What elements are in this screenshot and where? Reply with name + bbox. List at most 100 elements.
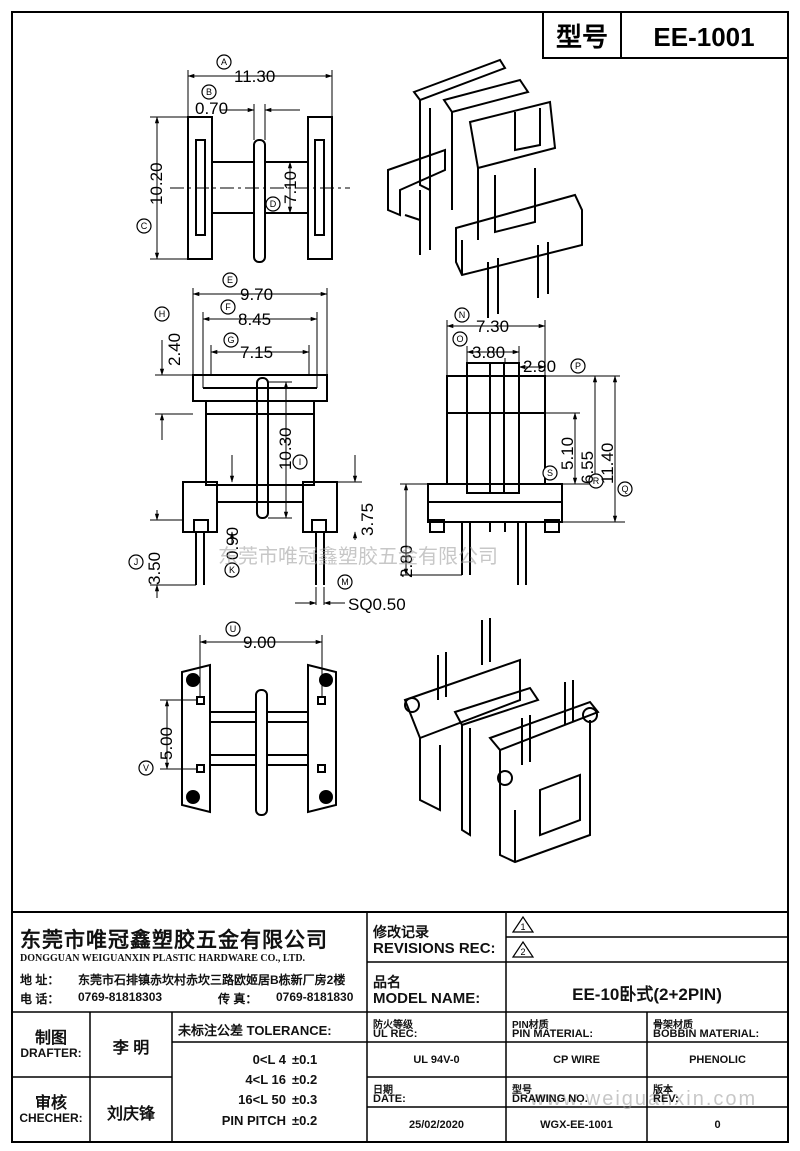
tolerance-value-1: ±0.1 <box>292 1052 318 1067</box>
revision-triangles <box>511 915 535 958</box>
tolerance-title: 未标注公差 TOLERANCE: <box>178 1023 332 1038</box>
side-view <box>427 362 563 585</box>
header-box: 型号 EE-1001 <box>542 11 789 59</box>
svg-text:R: R <box>593 476 600 486</box>
type-label: 型号 <box>556 22 608 52</box>
tolerance-range-3: 16<L 50 <box>238 1092 286 1107</box>
drawing-label-en: DRAWING NO. <box>512 1093 588 1105</box>
dim-G: 7.15 <box>240 343 273 362</box>
svg-text:N: N <box>459 310 466 320</box>
watermark-company: 东莞市唯冠鑫塑胶五金有限公司 <box>218 546 498 568</box>
svg-text:U: U <box>230 624 237 634</box>
dim-U: 9.00 <box>243 633 276 652</box>
bobbin-value: PHENOLIC <box>689 1054 746 1066</box>
iso-view-bottom <box>403 618 600 864</box>
iso-view-top <box>387 58 583 318</box>
dim-F: 8.45 <box>238 310 271 329</box>
tolerance-value-4: ±0.2 <box>292 1113 318 1128</box>
fax: 0769-8181830 <box>276 990 354 1004</box>
date-label-en: DATE: <box>373 1093 406 1105</box>
bottom-view <box>181 663 337 816</box>
svg-text:P: P <box>575 361 581 371</box>
svg-text:Q: Q <box>621 484 628 494</box>
dim-SQ: SQ0.50 <box>348 595 406 614</box>
dim-A: 11.30 <box>234 67 275 86</box>
date-label-cn: 日期 <box>373 1085 393 1096</box>
dim-R: 6.55 <box>578 451 597 484</box>
dim-V: 5.00 <box>157 727 176 760</box>
dim-H: 2.40 <box>165 333 184 366</box>
svg-text:K: K <box>229 565 235 575</box>
rev-label-cn: 版本 <box>653 1085 673 1096</box>
ul-label-en: UL REC: <box>373 1028 418 1040</box>
model-value: EE-10卧式(2+2PIN) <box>572 985 722 1004</box>
tolerance-range-1: 0<L 4 <box>252 1052 286 1067</box>
tolerance-value-2: ±0.2 <box>292 1072 318 1087</box>
dim-K: 0.90 <box>223 527 242 560</box>
bobbin-label-en: BOBBIN MATERIAL: <box>653 1028 760 1040</box>
svg-text:I: I <box>299 457 302 467</box>
phone-label: 电 话： <box>20 992 60 1006</box>
drafter-label-cn: 制图 <box>34 1030 67 1047</box>
model-label-en: MODEL NAME: <box>373 990 481 1007</box>
ul-value: UL 94V-0 <box>413 1054 460 1066</box>
drafter-label-en: DRAFTER: <box>20 1046 82 1060</box>
dim-M: 2.80 <box>397 545 416 578</box>
drawing-value: WGX-EE-1001 <box>540 1119 613 1131</box>
model-code: EE-1001 <box>653 22 754 52</box>
svg-text:G: G <box>227 335 234 345</box>
side-view-dims <box>400 320 625 576</box>
outer-frame <box>11 11 789 1143</box>
front-view <box>182 374 338 585</box>
dimension-labels: 11.30 0.70 10.20 7.10 9.70 8.45 7.15 2.4… <box>145 67 617 760</box>
dim-I: 10.30 <box>276 427 295 470</box>
checker-label-en: CHECHER: <box>19 1111 83 1125</box>
rev-value: 0 <box>714 1119 721 1131</box>
svg-text:F: F <box>225 302 231 312</box>
top-view <box>187 116 333 263</box>
fax-label: 传 真： <box>218 992 258 1006</box>
svg-text:S: S <box>547 468 553 478</box>
drafter-name: 李 明 <box>112 1040 150 1057</box>
tolerance-range-4: PIN PITCH <box>221 1113 286 1128</box>
title-block-lines <box>12 912 788 1142</box>
marker-letters: A B C D E F G H I J K M N O P Q R S U V <box>134 57 629 773</box>
date-value: 25/02/2020 <box>408 1119 465 1131</box>
dim-P: 2.90 <box>523 357 556 376</box>
svg-text:O: O <box>456 334 463 344</box>
revisions-label-cn: 修改记录 <box>373 924 429 940</box>
checker-label-cn: 审核 <box>34 1095 67 1112</box>
dimension-markers <box>128 54 633 776</box>
svg-text:E: E <box>227 275 233 285</box>
dim-N: 7.30 <box>476 317 509 336</box>
svg-text:V: V <box>143 763 149 773</box>
rev-2: 2 <box>520 947 525 957</box>
revisions-label-en: REVISIONS REC: <box>373 940 496 957</box>
rev-1: 1 <box>520 922 525 932</box>
svg-text:M: M <box>341 577 349 587</box>
ul-label-cn: 防火等级 <box>373 1020 413 1031</box>
phone: 0769-81818303 <box>78 990 163 1004</box>
tolerance-value-3: ±0.3 <box>292 1092 318 1107</box>
pin-label-cn: PIN材质 <box>512 1020 549 1031</box>
pin-value: CP WIRE <box>553 1054 600 1066</box>
dim-B: 0.70 <box>195 99 228 118</box>
address-label: 地 址： <box>20 973 60 987</box>
dim-C: 10.20 <box>147 162 166 205</box>
dim-S: 5.10 <box>558 437 577 470</box>
dim-E: 9.70 <box>240 285 273 304</box>
dim-J: 3.50 <box>145 552 164 585</box>
svg-text:H: H <box>159 309 166 319</box>
svg-text:A: A <box>221 57 227 67</box>
address: 东莞市石排镇赤坎村赤坎三路欧姬居B栋新厂房2楼 <box>78 973 346 987</box>
front-view-dims <box>150 288 362 606</box>
checker-name: 刘庆锋 <box>106 1106 155 1123</box>
company-name-en: DONGGUAN WEIGUANXIN PLASTIC HARDWARE CO.… <box>20 953 306 964</box>
model-label-cn: 品名 <box>373 974 401 990</box>
dim-L: 3.75 <box>358 503 377 536</box>
dim-D: 7.10 <box>281 171 300 204</box>
bobbin-label-cn: 骨架材质 <box>653 1020 693 1031</box>
watermark-url: www.weiguanxin.com <box>530 1088 758 1110</box>
